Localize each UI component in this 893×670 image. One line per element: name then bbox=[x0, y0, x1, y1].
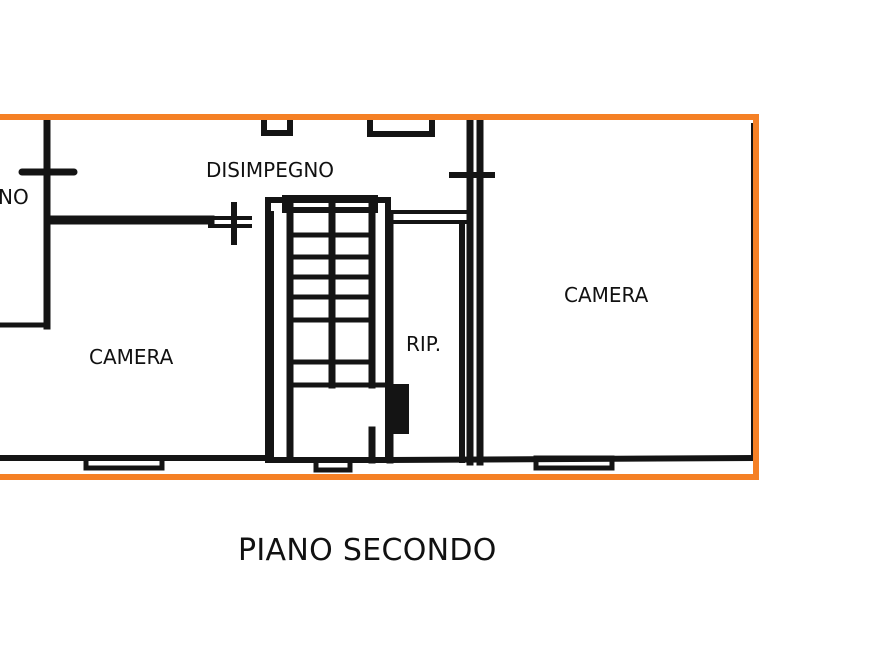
highlight-outline bbox=[0, 114, 759, 480]
room-label-ripostiglio: RIP. bbox=[406, 332, 442, 356]
room-label-camera-left: CAMERA bbox=[89, 345, 174, 369]
room-label-partial: NO bbox=[0, 185, 29, 209]
floor-title: PIANO SECONDO bbox=[238, 533, 497, 568]
room-label-disimpegno: DISIMPEGNO bbox=[206, 158, 335, 182]
room-label-camera-right: CAMERA bbox=[564, 283, 649, 307]
walls bbox=[0, 118, 756, 473]
